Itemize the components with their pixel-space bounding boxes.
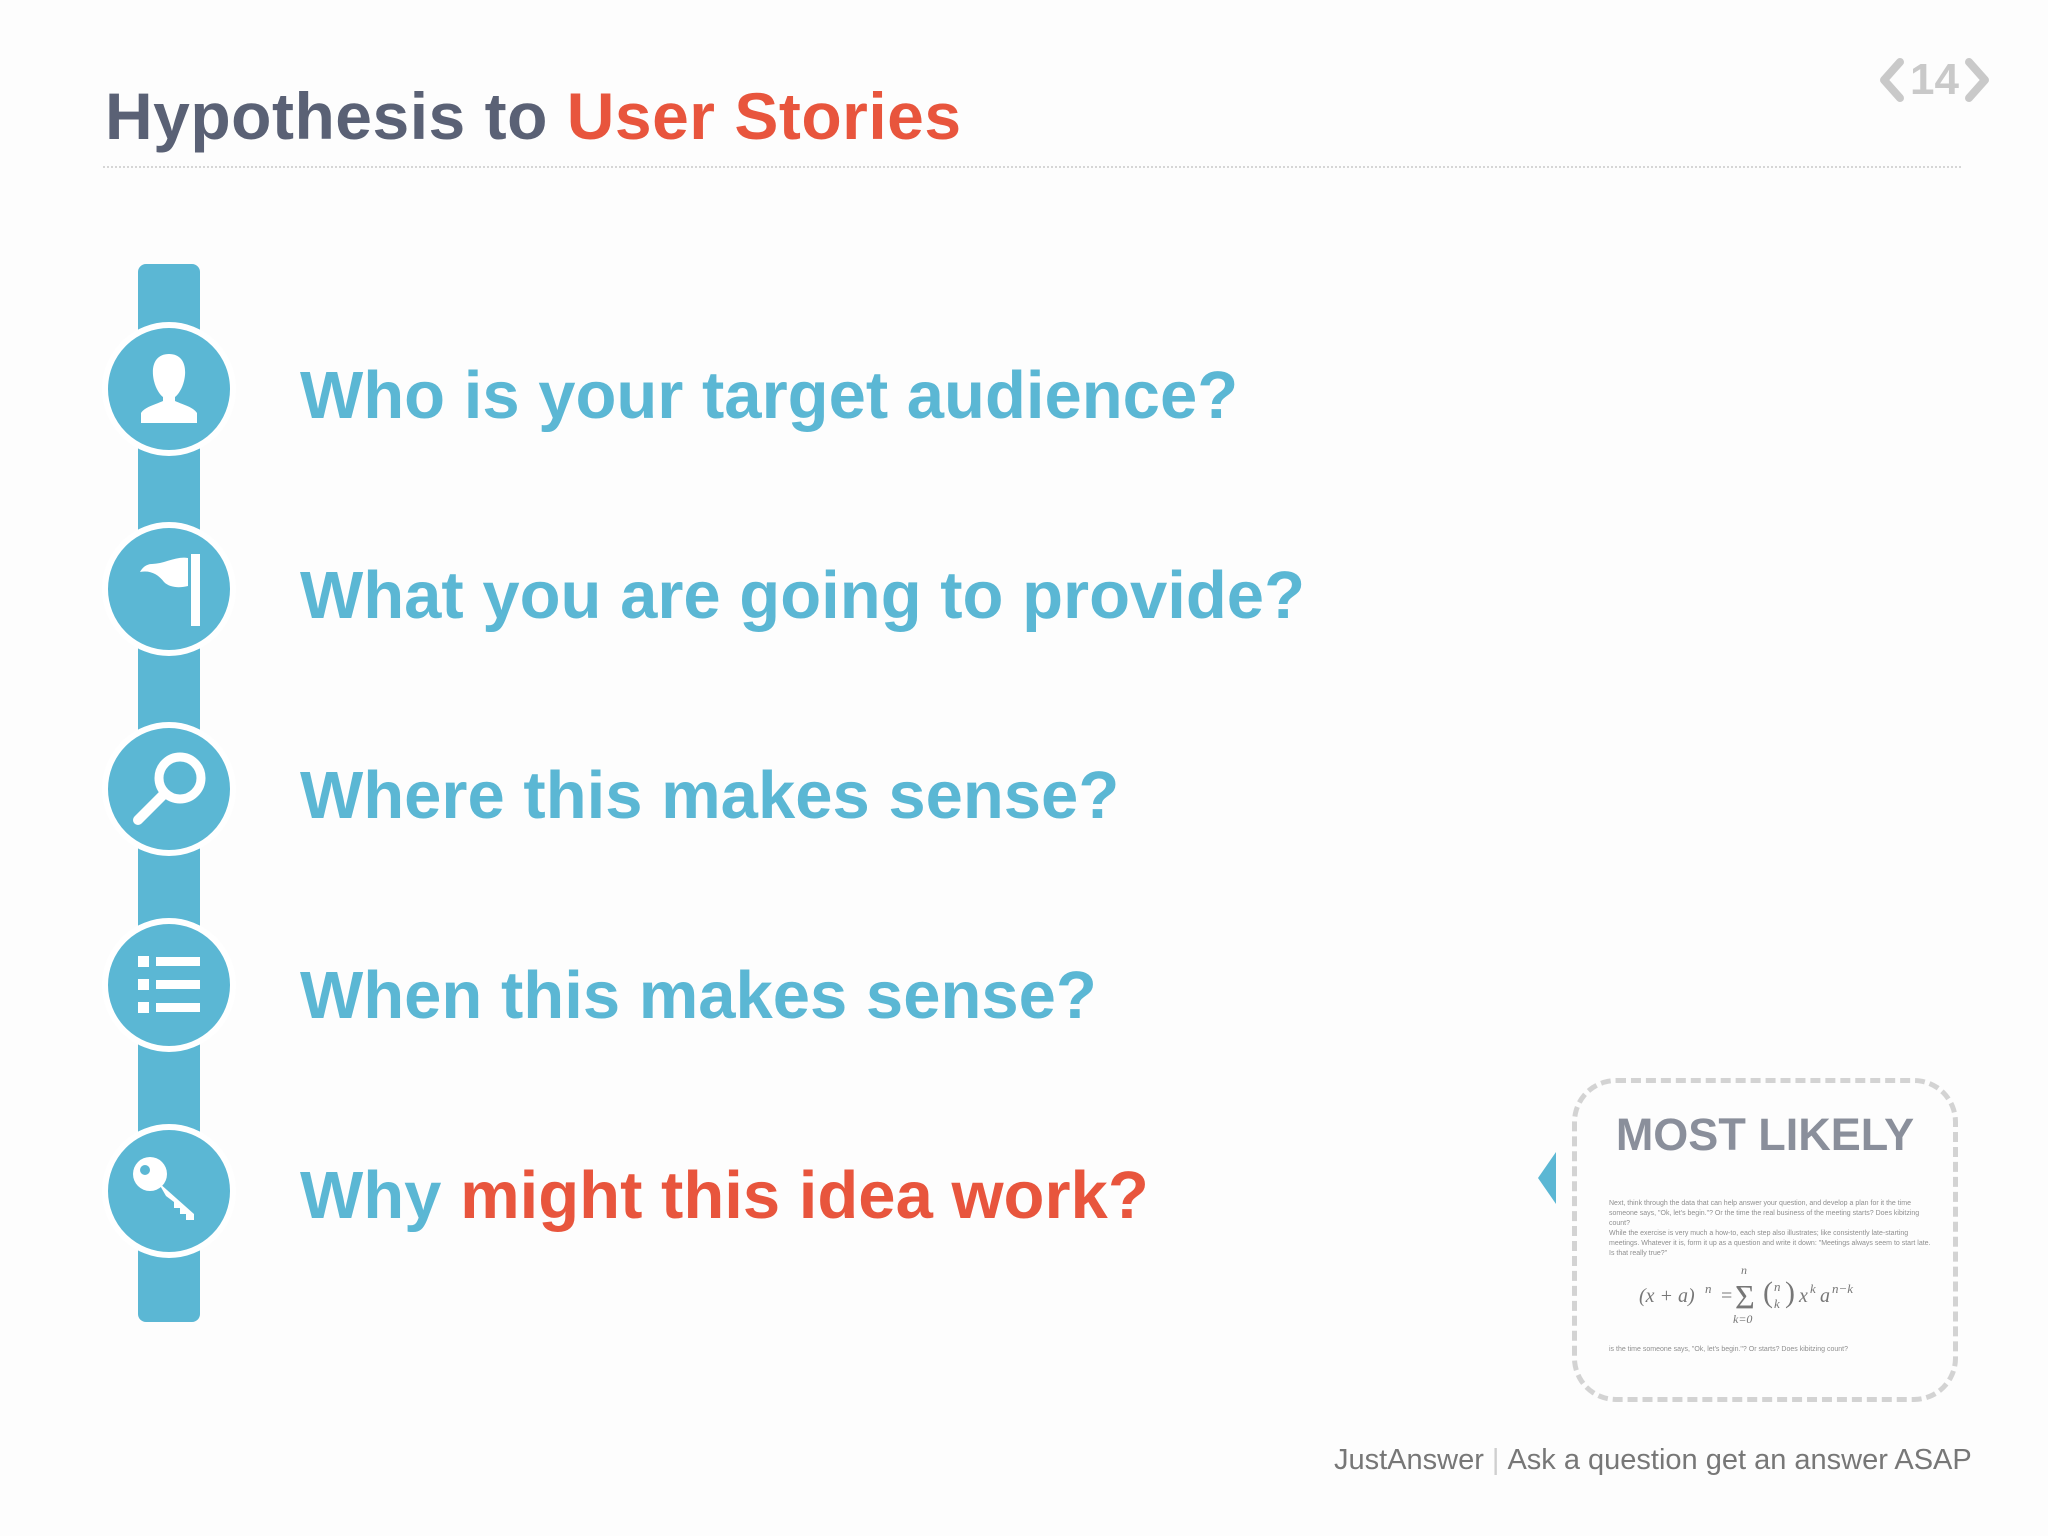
footer: JustAnswer|Ask a question get an answer … — [1334, 1444, 1972, 1477]
title-divider — [103, 166, 1961, 168]
timeline-node-why — [102, 1124, 236, 1258]
question-where: Where this makes sense? — [300, 758, 1120, 833]
question-when: When this makes sense? — [300, 958, 1097, 1033]
svg-text:n−k: n−k — [1832, 1281, 1853, 1296]
most-likely-callout: MOST LIKELY Next, think through the data… — [1572, 1078, 1958, 1402]
timeline-node-what — [102, 522, 236, 656]
svg-text:Σ: Σ — [1735, 1279, 1755, 1316]
search-icon — [133, 752, 206, 825]
svg-text:k: k — [1810, 1281, 1816, 1296]
callout-paragraph-3: is the time someone says, "Ok, let's beg… — [1609, 1346, 1848, 1353]
footer-brand: JustAnswer — [1334, 1444, 1484, 1476]
svg-text:a: a — [1820, 1285, 1830, 1307]
svg-text:n: n — [1705, 1281, 1712, 1296]
title-prefix: Hypothesis to — [105, 79, 548, 153]
callout-title: MOST LIKELY — [1615, 1109, 1915, 1160]
chevron-right-icon[interactable] — [1963, 56, 1991, 104]
svg-text:x: x — [1798, 1285, 1808, 1307]
chevron-left-icon[interactable] — [1878, 56, 1906, 104]
key-icon — [133, 1157, 194, 1220]
list-icon — [138, 956, 200, 1013]
timeline-node-when — [102, 918, 236, 1052]
timeline-node-where — [102, 722, 236, 856]
svg-text:n: n — [1774, 1279, 1781, 1294]
question-why: Why might this idea work? — [300, 1158, 1149, 1233]
footer-separator: | — [1491, 1444, 1500, 1476]
svg-text:k=0: k=0 — [1733, 1312, 1752, 1325]
callout-paragraph-2: While the exercise is very much a how-to… — [1609, 1230, 1931, 1257]
page-number: 14 — [1910, 55, 1959, 104]
binomial-formula: (x + a) n = n Σ k=0 ( n k ) x k a n−k — [1639, 1263, 1853, 1325]
question-what: What you are going to provide? — [300, 558, 1305, 633]
page-navigation: 14 — [1878, 52, 1991, 108]
user-icon — [141, 354, 197, 423]
footer-tagline: Ask a question get an answer ASAP — [1507, 1444, 1972, 1476]
callout-pointer — [1538, 1152, 1556, 1204]
timeline-node-who — [102, 322, 236, 456]
flag-icon — [140, 554, 200, 626]
svg-text:(x + a): (x + a) — [1639, 1285, 1695, 1307]
title-accent: User Stories — [566, 79, 962, 153]
svg-text:=: = — [1721, 1285, 1732, 1307]
svg-text:n: n — [1741, 1263, 1747, 1277]
svg-text:k: k — [1774, 1296, 1780, 1311]
page-title: Hypothesis to User Stories — [105, 78, 962, 154]
callout-paragraph-1: Next, think through the data that can he… — [1609, 1200, 1920, 1227]
svg-text:): ) — [1785, 1276, 1795, 1309]
svg-text:(: ( — [1763, 1276, 1773, 1309]
question-who: Who is your target audience? — [300, 358, 1239, 433]
